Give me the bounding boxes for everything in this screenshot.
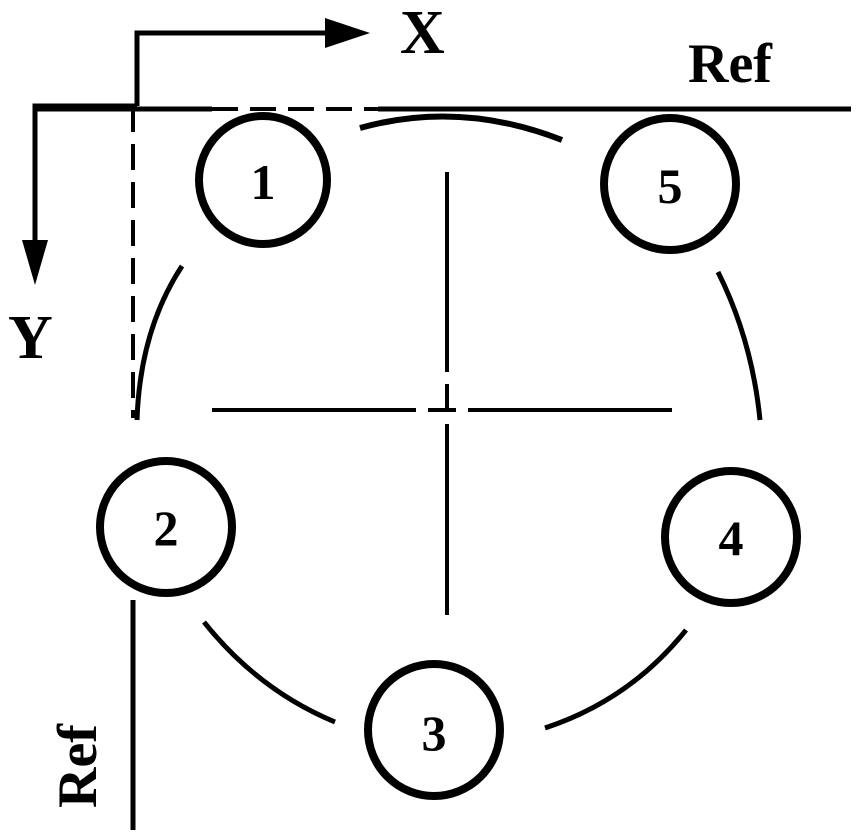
hole-3-circle [364, 660, 504, 800]
hole-4-circle [661, 467, 801, 607]
hole-circles [96, 112, 801, 800]
y-axis-label: Y [8, 304, 53, 372]
hole-3-label: 3 [421, 705, 447, 761]
x-axis-label: X [400, 0, 445, 67]
hole-5-circle [600, 114, 740, 254]
ref-top-label: Ref [688, 33, 772, 95]
ref-left-label: Ref [47, 724, 109, 808]
y-axis-arrow [22, 103, 137, 285]
center-lines [212, 172, 682, 615]
bolt-circle-arcs [134, 113, 763, 731]
hole-1-circle [195, 112, 331, 248]
hole-2-label: 2 [153, 500, 179, 556]
hole-5-label: 5 [657, 158, 683, 214]
hole-1-label: 1 [250, 154, 276, 210]
x-axis-arrow [134, 18, 370, 106]
hole-2-circle [96, 457, 236, 597]
hole-4-label: 4 [718, 510, 744, 566]
